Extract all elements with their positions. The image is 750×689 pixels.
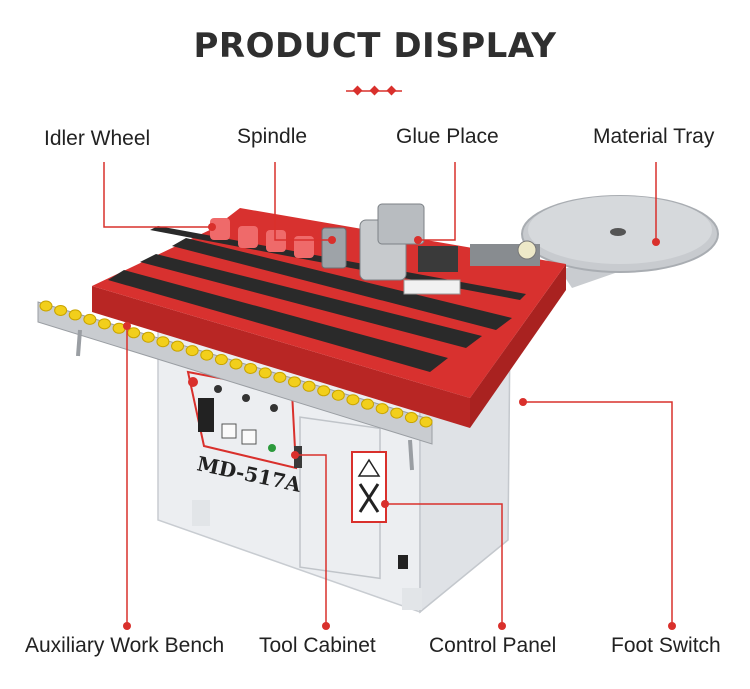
bench-roller bbox=[258, 367, 272, 379]
label-material-tray: Material Tray bbox=[593, 125, 715, 148]
bench-roller bbox=[244, 362, 258, 374]
callout-lines bbox=[103, 162, 673, 626]
bench-roller bbox=[287, 376, 301, 388]
bench-roller bbox=[375, 403, 389, 415]
callout-dots bbox=[123, 223, 676, 630]
bench-roller bbox=[302, 380, 316, 392]
label-glue-place: Glue Place bbox=[396, 125, 499, 148]
bench-roller bbox=[390, 407, 404, 419]
bench-roller bbox=[83, 313, 97, 325]
label-idler-wheel: Idler Wheel bbox=[44, 127, 151, 150]
bench-roller bbox=[68, 309, 82, 321]
bench-roller bbox=[214, 354, 228, 366]
bench-roller bbox=[141, 331, 155, 343]
bench-roller bbox=[331, 389, 345, 401]
label-control-panel: Control Panel bbox=[429, 634, 557, 657]
label-auxiliary-work-bench: Auxiliary Work Bench bbox=[25, 634, 225, 657]
bench-roller bbox=[404, 412, 418, 424]
page-title: PRODUCT DISPLAY bbox=[193, 26, 557, 66]
bench-roller bbox=[273, 371, 287, 383]
bench-roller bbox=[229, 358, 243, 370]
bench-roller bbox=[127, 327, 141, 339]
bench-roller bbox=[200, 349, 214, 361]
bench-roller bbox=[171, 340, 185, 352]
bench-roller bbox=[361, 398, 375, 410]
bench-roller bbox=[156, 336, 170, 348]
label-spindle: Spindle bbox=[237, 125, 308, 148]
label-tool-cabinet: Tool Cabinet bbox=[259, 634, 376, 657]
bench-roller bbox=[39, 300, 53, 312]
bench-roller bbox=[346, 394, 360, 406]
glue-unit bbox=[321, 203, 540, 295]
label-foot-switch: Foot Switch bbox=[611, 634, 721, 657]
bench-roller bbox=[419, 416, 433, 428]
title-divider-icon bbox=[346, 85, 402, 96]
material-tray-disc bbox=[521, 195, 719, 288]
idler-wheel-rollers bbox=[210, 218, 314, 258]
bench-roller bbox=[97, 318, 111, 330]
bench-roller-group bbox=[39, 300, 433, 428]
bench-roller bbox=[317, 385, 331, 397]
bench-roller bbox=[185, 345, 199, 357]
bench-roller bbox=[54, 304, 68, 316]
